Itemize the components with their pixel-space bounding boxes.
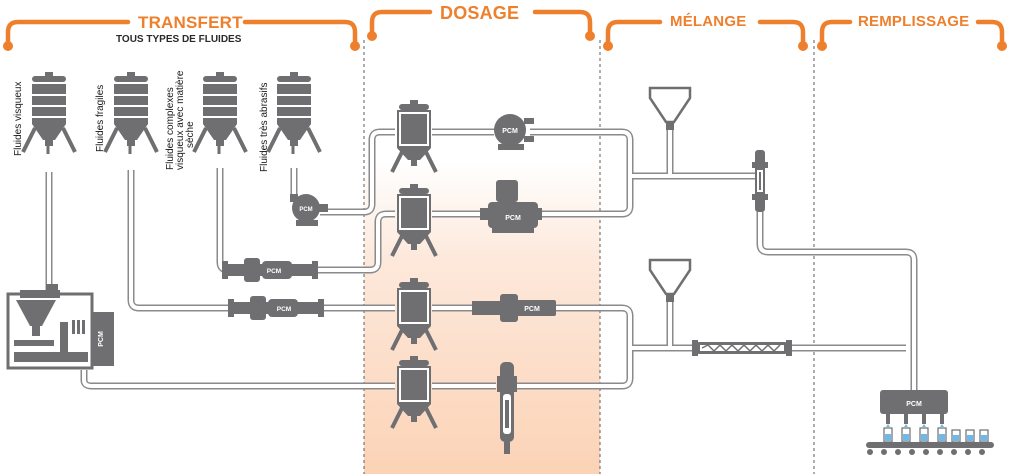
mixer-icon-horizontal [692,340,792,356]
brand-label: PCM [524,306,540,313]
tank-label-fragile: Fluides fragiles [95,84,106,152]
tank-label-line: Fluides visqueux [13,81,24,156]
brand-label: PCM [267,268,281,275]
brand-label: PCM [906,401,922,408]
dosing-tank-icon-2 [390,182,438,258]
dosing-tank-icon-3 [390,276,438,352]
tank-icon-fragile [103,70,159,156]
tank-label-line: Fluides fragiles [95,84,106,152]
section-title-remplissage: REMPLISSAGE [858,13,970,30]
pump-icon-dosing-1: PCM [494,114,534,150]
funnel-icon-1 [648,86,692,130]
bracket-ends [3,31,1007,51]
tank-icon-viscous [21,70,77,156]
tank-label-abrasive: Fluides très abrasifs [259,82,270,172]
tank-label-complex: Fluides complexes visqueux avec matière … [165,71,196,171]
section-title-transfert: TRANSFERT [138,13,243,32]
pump-icon-dosing-2: PCM [480,180,542,233]
pump-icon-dosing-3: PCM [472,294,556,322]
bottle-icon-row [883,424,989,443]
tank-icon-complex [192,70,248,156]
brand-label: PCM [98,331,105,347]
section-title-melange: MÉLANGE [670,13,747,30]
section-title-dosage: DOSAGE [440,3,520,23]
mixer-icon-vertical [752,150,768,212]
brand-label: PCM [502,128,518,135]
section-subtitle-transfert: TOUS TYPES DE FLUIDES [116,34,242,45]
transfer-unit-icon: PCM [6,284,114,370]
conveyor-icon [866,442,994,455]
dosing-tank-icon-1 [390,98,438,174]
tank-label-line: Fluides très abrasifs [259,82,270,172]
brand-label: PCM [505,215,521,222]
tank-label-line: sèche [185,121,196,148]
dosing-tank-icon-4 [390,354,438,430]
pump-icon-progressive: PCM [228,296,324,320]
brand-label: PCM [277,306,291,313]
tank-icon-abrasive [266,70,322,156]
section-dividers [363,40,815,474]
filling-machine-icon: PCM [880,390,948,424]
tank-label-viscous: Fluides visqueux [13,81,24,156]
pump-icon-screw: PCM [222,258,318,282]
section-brackets [5,9,1005,49]
pump-icon-lobe: PCM [290,194,328,226]
funnel-icon-2 [648,258,692,302]
gauge-icon-flowmeter [497,362,517,454]
brand-label: PCM [299,207,312,213]
